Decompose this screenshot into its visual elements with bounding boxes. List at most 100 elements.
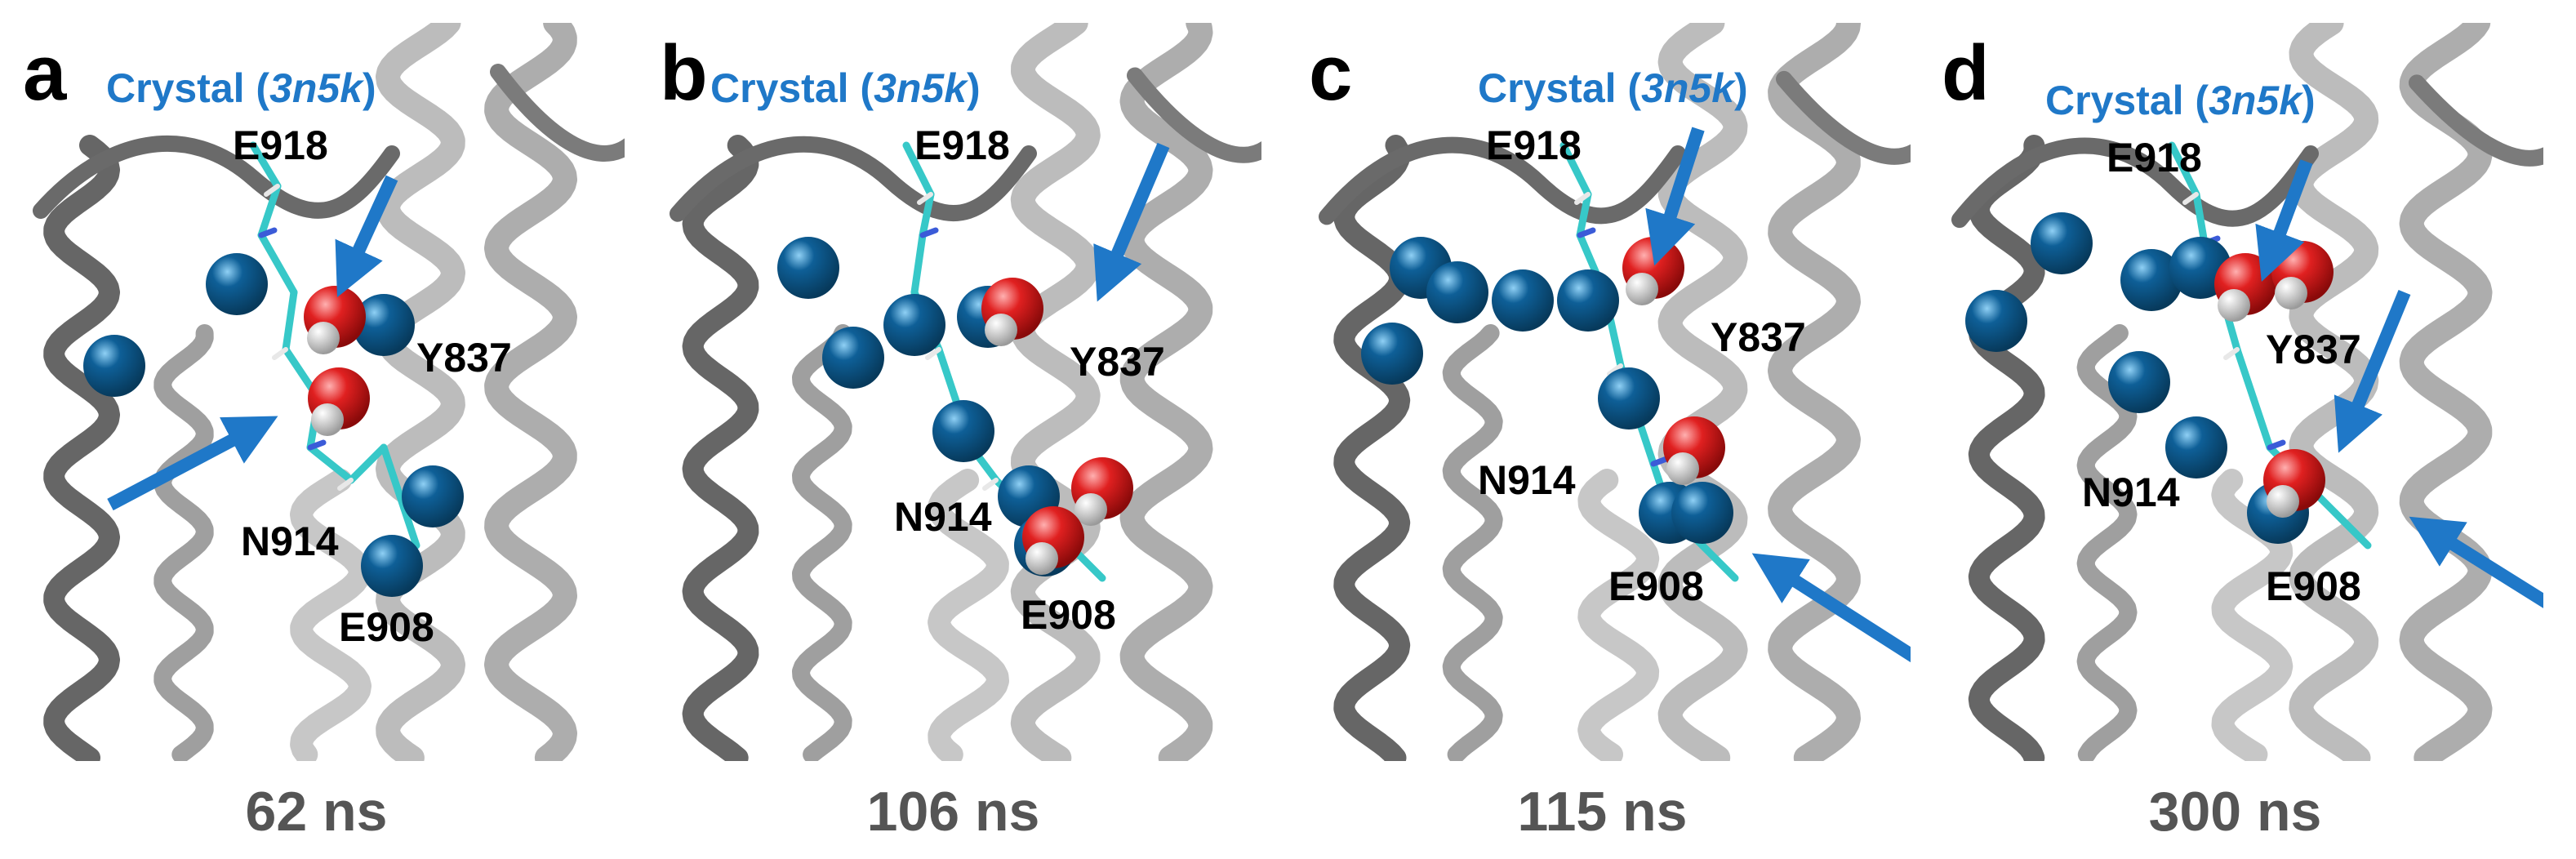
pointer-arrow: [2255, 159, 2313, 282]
residue-bond-stick: [257, 182, 282, 239]
residue-bond-stick: [2192, 190, 2209, 247]
protein-helix-ribbon: [1657, 23, 1748, 761]
residue-bond-stick: [1698, 541, 1739, 582]
protein-loop-ribbon: [2409, 74, 2543, 167]
protein-loop-ribbon: [1127, 67, 1261, 163]
residue-label-y837: Y837: [1070, 339, 1165, 385]
protein-helix-ribbon: [484, 23, 577, 761]
pointer-arrow: [2409, 516, 2543, 608]
water-hydrogen-sphere: [2218, 289, 2250, 322]
residue-bond-stick: [306, 443, 355, 484]
residue-bond-stick: [396, 492, 420, 550]
time-label-c: 115 ns: [1517, 781, 1688, 843]
ion-sphere: [2120, 249, 2182, 311]
water-hydrogen-sphere: [307, 322, 340, 354]
nitrogen-stick: [258, 227, 278, 238]
protein-helix-ribbon: [43, 135, 120, 761]
protein-loop-ribbon: [1951, 137, 2319, 229]
nitrogen-stick: [1577, 227, 1596, 238]
protein-loop-ribbon: [33, 135, 400, 219]
time-label-b: 106 ns: [866, 781, 1040, 843]
residue-label-e918: E918: [233, 122, 328, 168]
ion-sphere: [932, 400, 994, 462]
ion-sphere: [1965, 290, 2027, 352]
hydrogen-stick: [925, 347, 941, 360]
residue-label-n914: N914: [2082, 470, 2180, 515]
water-hydrogen-sphere: [311, 403, 344, 436]
crystal-label: Crystal (3n5k): [1478, 65, 1748, 111]
pointer-arrow: [107, 416, 278, 511]
pointer-arrow: [2334, 289, 2411, 453]
residue-bond-stick: [902, 141, 935, 198]
ion-sphere: [1426, 261, 1488, 323]
hydrogen-stick: [982, 478, 999, 491]
residue-bond-stick: [2249, 394, 2274, 452]
nitrogen-stick: [1650, 456, 1670, 467]
hydrogen-stick: [2182, 192, 2199, 205]
panel-letter: a: [23, 29, 67, 117]
residue-label-n914: N914: [894, 494, 992, 540]
residue-label-e908: E908: [1608, 563, 1704, 609]
protein-loop-ribbon: [1319, 136, 1686, 225]
crystal-label: Crystal (3n5k): [710, 65, 981, 111]
hydrogen-stick: [337, 478, 354, 491]
protein-loop-ribbon: [670, 136, 1037, 222]
residue-bond-stick: [282, 288, 298, 354]
residue-label-e918: E918: [2107, 135, 2202, 180]
residue-label-y837: Y837: [1711, 314, 1806, 360]
hydrogen-stick: [272, 347, 288, 360]
protein-helix-ribbon: [1968, 135, 2045, 761]
residue-bond-stick: [257, 231, 298, 296]
ion-sphere: [1598, 367, 1660, 430]
residue-bond-stick: [919, 190, 935, 239]
pointer-arrow: [1093, 142, 1170, 302]
residue-bond-stick: [1559, 141, 1592, 198]
protein-helix-ribbon: [376, 23, 465, 761]
ion-sphere: [777, 237, 839, 299]
protein-helix-ribbon: [2289, 23, 2379, 761]
hydrogen-stick: [1607, 363, 1623, 376]
molecular-scene-d: [1951, 23, 2543, 761]
residue-label-y837: Y837: [416, 335, 512, 381]
ion-sphere: [1492, 269, 1554, 332]
ion-sphere: [353, 294, 415, 356]
residue-label-n914: N914: [1478, 457, 1576, 503]
crystal-label: Crystal (3n5k): [106, 65, 376, 111]
ion-sphere: [1557, 269, 1619, 332]
residue-bond-stick: [910, 231, 927, 296]
protein-loop-ribbon: [1776, 70, 1911, 165]
time-label-d: 300 ns: [2148, 781, 2322, 843]
residue-label-e908: E908: [1021, 592, 1116, 638]
residue-bond-stick: [2168, 141, 2200, 198]
hydrogen-stick: [2223, 347, 2240, 360]
crystal-label: Crystal (3n5k): [2045, 78, 2316, 123]
protein-helix-ribbon: [1577, 469, 1660, 761]
nitrogen-stick: [2267, 439, 2286, 451]
ion-sphere: [2031, 212, 2093, 274]
panel-d: d Crystal (3n5k) E918 Y837 N914 E908: [1927, 23, 2543, 761]
panel-b: b Crystal (3n5k) E918 Y837 N914 E908: [645, 23, 1261, 761]
residue-label-e918: E918: [914, 122, 1010, 168]
ion-sphere: [402, 465, 464, 527]
residue-bond-stick: [2233, 345, 2258, 403]
protein-helix-ribbon: [1442, 324, 1503, 761]
protein-helix-ribbon: [1119, 23, 1213, 761]
water-hydrogen-sphere: [1626, 273, 1658, 305]
residue-bond-stick: [1576, 190, 1592, 239]
nitrogen-stick: [919, 227, 939, 238]
water-hydrogen-sphere: [1074, 493, 1107, 526]
ion-sphere: [2165, 416, 2227, 478]
residue-label-e908: E908: [339, 604, 434, 650]
residue-label-y837: Y837: [2266, 327, 2361, 372]
residue-bond-stick: [2331, 509, 2372, 550]
water-hydrogen-sphere: [985, 314, 1017, 346]
protein-loop-ribbon: [490, 64, 625, 162]
residue-label-n914: N914: [241, 519, 339, 564]
panel-letter: c: [1309, 29, 1353, 117]
residue-bond-stick: [380, 443, 404, 501]
pointer-arrow: [335, 175, 398, 298]
residue-bond-stick: [249, 141, 282, 190]
protein-helix-ribbon: [1010, 23, 1101, 761]
panel-letter: d: [1942, 29, 1990, 117]
